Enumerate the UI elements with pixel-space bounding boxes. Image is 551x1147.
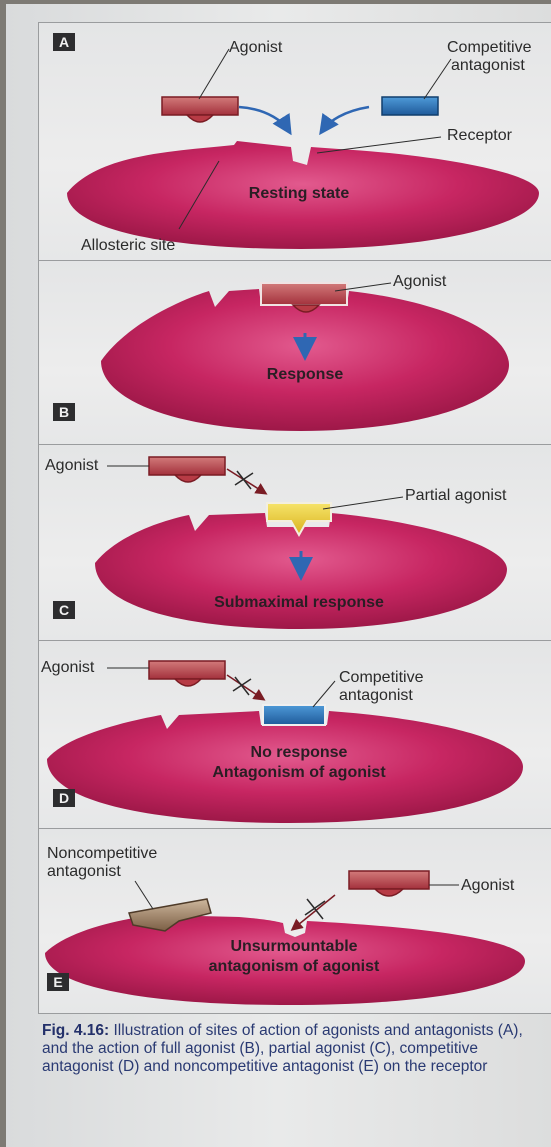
agonist-label: Agonist — [393, 273, 446, 291]
competitive-antagonist-label-2: antagonist — [339, 687, 413, 705]
panel-b-badge: B — [53, 403, 75, 421]
unsurmountable-label: Unsurmountable — [199, 937, 389, 956]
agonist-molecule — [149, 457, 225, 482]
competitive-antagonist-label-1: Competitive — [447, 39, 531, 57]
receptor-label: Receptor — [447, 127, 512, 145]
agonist-arrow — [239, 107, 289, 131]
competitive-antagonist-molecule — [263, 705, 325, 725]
blocked-arrow — [227, 469, 265, 493]
agonist-label: Agonist — [41, 659, 94, 677]
panel-d-drawing — [39, 641, 551, 829]
competitive-antagonist-label-2: antagonist — [451, 57, 525, 75]
blocked-arrow — [227, 675, 263, 699]
panel-e: E Noncompetitive antagonist Agonist Unsu… — [38, 828, 551, 1014]
agonist-label: Agonist — [229, 39, 282, 57]
antagonist-arrow — [322, 107, 369, 131]
competitive-antagonist-label-1: Competitive — [339, 669, 423, 687]
agonist-molecule — [349, 871, 429, 896]
response-label: Response — [245, 365, 365, 384]
no-response-label: No response — [209, 743, 389, 762]
panel-a-badge: A — [53, 33, 75, 51]
panel-d-badge: D — [53, 789, 75, 807]
competitive-antagonist-molecule — [382, 97, 438, 115]
agonist-label: Agonist — [45, 457, 98, 475]
cross-mark — [235, 677, 249, 695]
agonist-molecule — [162, 97, 238, 122]
agonist-label: Agonist — [461, 877, 514, 895]
panel-c: C Agonist Partial agonist Submaximal res… — [38, 444, 551, 642]
antagonism-label: antagonism of agonist — [179, 957, 409, 976]
allosteric-site-label: Allosteric site — [81, 237, 175, 255]
caption-text: Illustration of sites of action of agoni… — [42, 1022, 523, 1075]
agonist-molecule — [149, 661, 225, 686]
panel-c-badge: C — [53, 601, 75, 619]
panel-b-drawing — [39, 261, 551, 445]
figure-number: Fig. 4.16: — [42, 1022, 109, 1039]
noncompetitive-antagonist-label-2: antagonist — [47, 863, 121, 881]
panel-d: D Agonist Competitive antagonist No resp… — [38, 640, 551, 830]
cross-mark — [237, 471, 251, 489]
panel-b: B Agonist Response — [38, 260, 551, 446]
panel-a: A Agonist Competitive antagonist Recepto… — [38, 22, 551, 262]
noncompetitive-antagonist-label-1: Noncompetitive — [47, 845, 157, 863]
figure-page: A Agonist Competitive antagonist Recepto… — [6, 4, 551, 1147]
antagonism-label: Antagonism of agonist — [189, 763, 409, 782]
partial-agonist-label: Partial agonist — [405, 487, 506, 505]
panel-e-badge: E — [47, 973, 69, 991]
submaximal-response-label: Submaximal response — [189, 593, 409, 612]
figure-caption: Fig. 4.16: Illustration of sites of acti… — [42, 1022, 546, 1076]
resting-state-label: Resting state — [229, 184, 369, 203]
